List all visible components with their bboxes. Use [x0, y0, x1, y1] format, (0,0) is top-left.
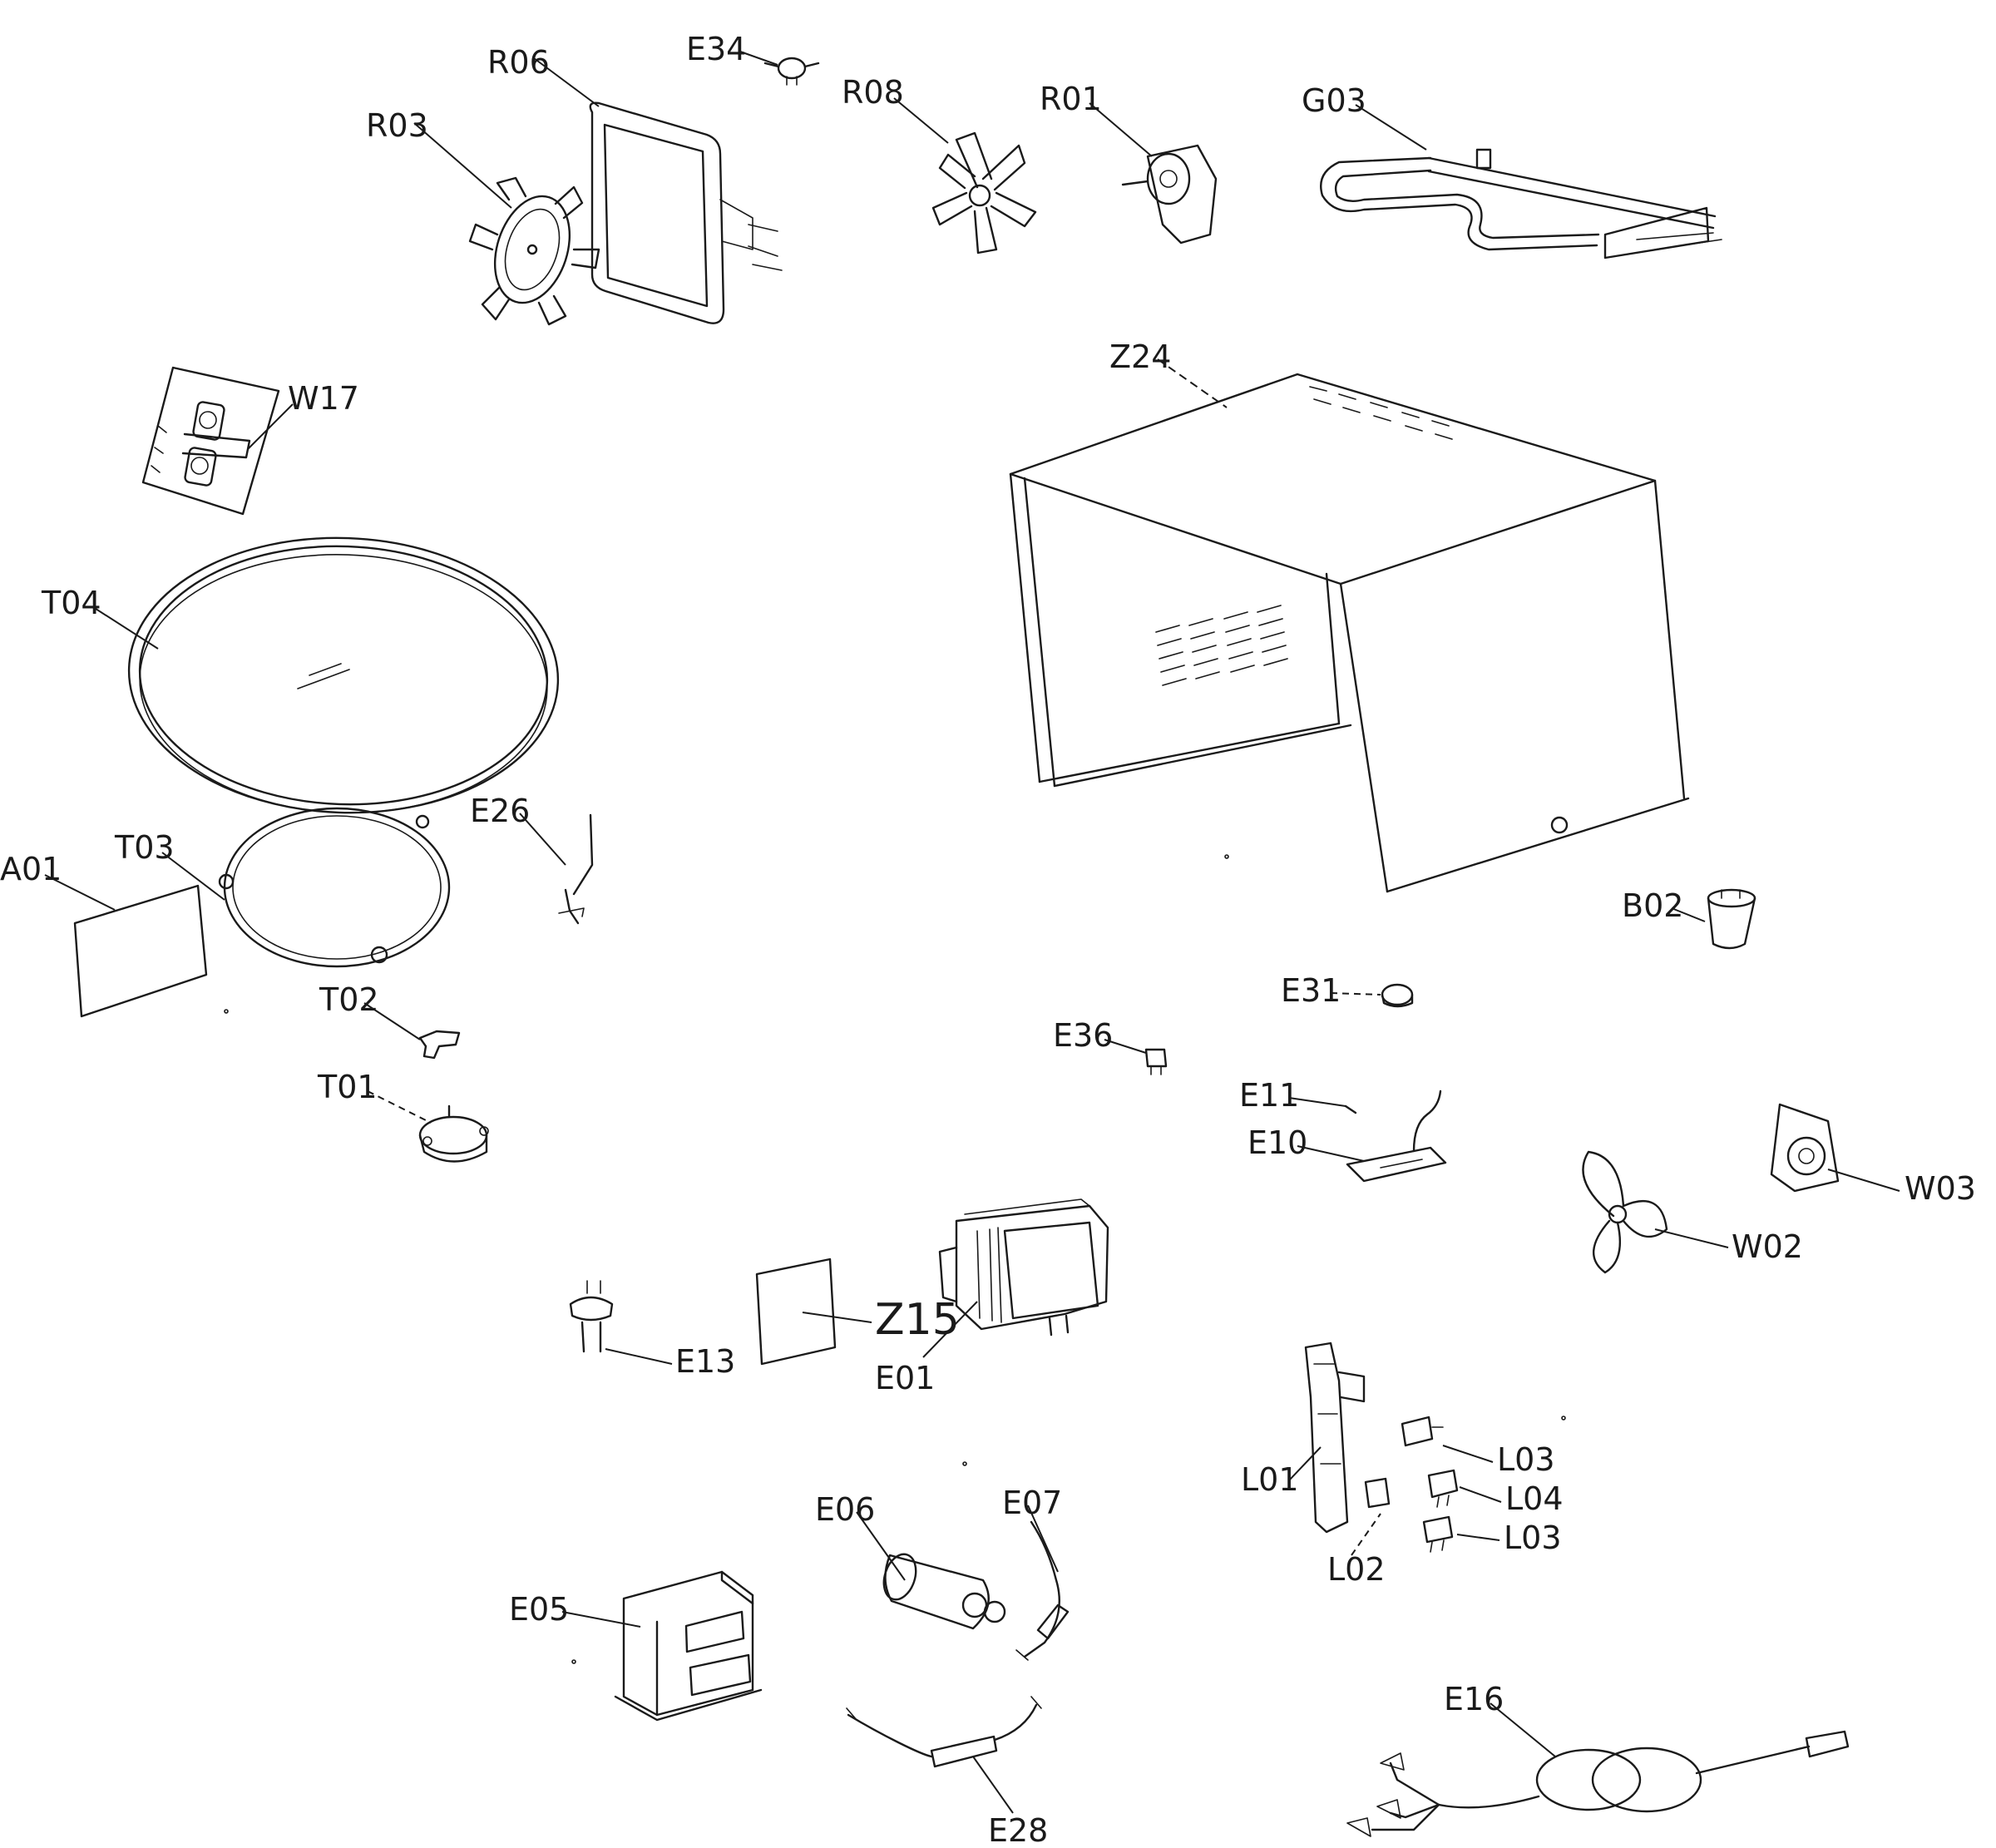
part-E26-sensor [558, 813, 594, 925]
part-L03-switch-bottom [1422, 1515, 1454, 1553]
part-T03-roller-ring [218, 807, 451, 968]
label-Z24: Z24 [1109, 338, 1171, 375]
part-E34-thermostat [763, 57, 820, 86]
label-T02: T02 [319, 981, 379, 1018]
part-A01-sheet [73, 884, 208, 1018]
part-W02-cooling-fan [1582, 1150, 1668, 1274]
leader-lines [44, 51, 1900, 1814]
label-L03-top: L03 [1497, 1441, 1555, 1478]
part-E10-control-board [1344, 1090, 1447, 1183]
cabinet-vents-top [1309, 386, 1453, 440]
label-E01: E01 [875, 1360, 935, 1396]
label-G03: G03 [1302, 82, 1366, 119]
part-R03-convection-fan [468, 176, 600, 326]
part-E07-hv-diode [1015, 1520, 1070, 1661]
label-W03: W03 [1905, 1170, 1976, 1207]
label-E06: E06 [815, 1491, 875, 1528]
part-Z24-cabinet [1009, 373, 1690, 893]
part-E05-hv-transformer [614, 1570, 763, 1722]
part-E28-wire-harness [846, 1696, 1042, 1768]
part-T04-glass-tray [127, 536, 560, 814]
label-E10: E10 [1248, 1124, 1307, 1161]
label-R03: R03 [366, 107, 428, 144]
part-W17-bracket [141, 366, 280, 516]
label-B02: B02 [1622, 887, 1683, 924]
label-A01: A01 [0, 851, 62, 887]
label-E28: E28 [988, 1812, 1048, 1848]
part-R06-frame [589, 101, 783, 324]
part-T01-motor [418, 1104, 489, 1163]
part-E31-thermostat [1381, 983, 1414, 1008]
label-T01: T01 [317, 1069, 378, 1105]
part-W03-fan-motor [1770, 1103, 1840, 1193]
part-R01-motor [1121, 144, 1218, 245]
label-W17: W17 [288, 380, 359, 417]
label-E36: E36 [1053, 1017, 1113, 1054]
part-R08-fan [931, 131, 1037, 254]
label-W02: W02 [1732, 1228, 1803, 1265]
part-L03-switch-top [1401, 1416, 1444, 1447]
label-E16: E16 [1444, 1681, 1504, 1717]
part-E06-hv-capacitor [882, 1553, 1006, 1630]
part-E36-thermostat [1144, 1048, 1168, 1075]
part-B02-capacitor [1707, 888, 1756, 950]
label-R08: R08 [842, 74, 904, 111]
part-L02-switch [1364, 1477, 1391, 1509]
stray-marks [224, 854, 1566, 1664]
label-E11: E11 [1239, 1077, 1299, 1114]
label-T04: T04 [41, 585, 101, 621]
part-T02-coupler [418, 1030, 461, 1060]
part-Z15-mica-sheet [755, 1258, 837, 1366]
label-L04: L04 [1505, 1480, 1564, 1517]
label-T03: T03 [114, 829, 175, 866]
part-L01-door-latch [1304, 1342, 1366, 1534]
label-R01: R01 [1040, 81, 1102, 117]
part-labels: R06 E34 R08 R01 G03 R03 W17 Z24 T04 E26 … [0, 31, 1976, 1848]
part-L04-switch [1427, 1469, 1459, 1508]
label-L02: L02 [1327, 1551, 1386, 1588]
label-E31: E31 [1281, 972, 1341, 1009]
part-E13-fuse-holder [569, 1280, 614, 1353]
part-E01-magnetron [938, 1198, 1109, 1337]
label-Z15: Z15 [875, 1295, 960, 1345]
label-E26: E26 [470, 793, 530, 829]
label-E13: E13 [675, 1343, 735, 1380]
label-E05: E05 [509, 1591, 569, 1628]
cabinet-vents-side [1155, 605, 1288, 686]
part-G03-grill-heater [1320, 148, 1722, 259]
part-E16-power-cord [1346, 1730, 1850, 1837]
label-L03-bottom: L03 [1504, 1519, 1562, 1556]
label-E34: E34 [686, 31, 746, 67]
